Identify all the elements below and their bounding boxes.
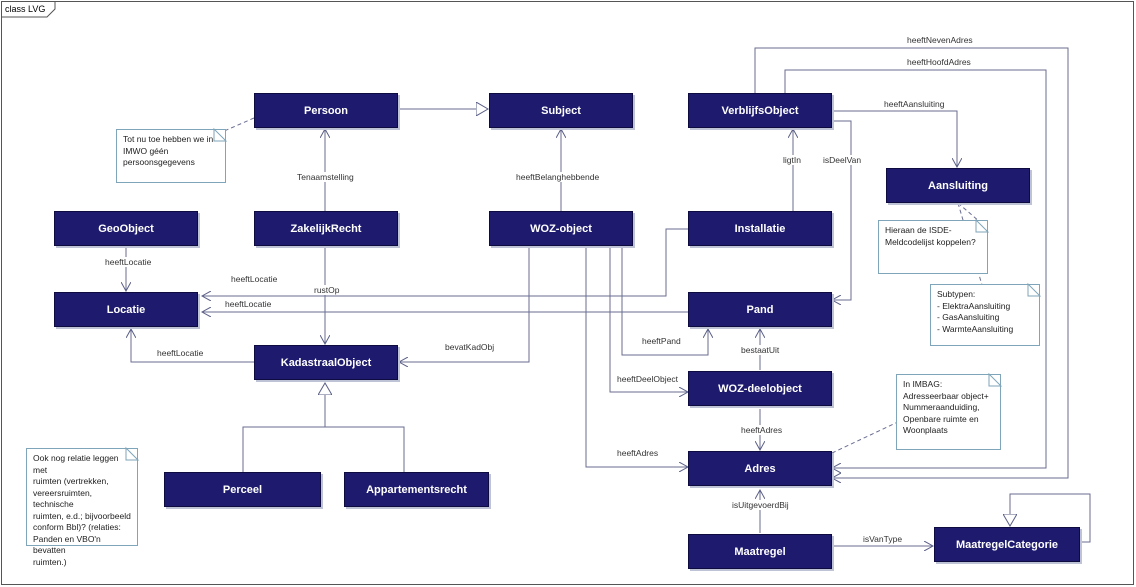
class-verblijfsobject[interactable]: VerblijfsObject <box>688 93 832 128</box>
label-isuitgevoerdbij: isUitgevoerdBij <box>731 500 790 510</box>
class-woz-deelobject[interactable]: WOZ-deelobject <box>688 371 832 406</box>
label-pand-heeftlocatie: heeftLocatie <box>224 299 273 309</box>
frame-title: class LVG <box>5 4 46 14</box>
note-isde-meldcodelijst: Hieraan de ISDE- Meldcodelijst koppelen? <box>878 220 988 274</box>
class-maatregelcategorie[interactable]: MaatregelCategorie <box>934 527 1080 562</box>
label-heeftaansluiting: heeftAansluiting <box>883 99 946 109</box>
maatregelcategorie-self-line <box>1010 493 1091 543</box>
class-appartementsrecht[interactable]: Appartementsrecht <box>344 472 489 507</box>
class-adres[interactable]: Adres <box>688 451 832 486</box>
label-deelobject-heeftadres: heeftAdres <box>740 425 784 435</box>
class-locatie[interactable]: Locatie <box>54 292 198 327</box>
label-rustop: rustOp <box>313 285 341 295</box>
label-kad-heeftlocatie: heeftLocatie <box>156 348 205 358</box>
label-heefthoofdadres: heeftHoofdAdres <box>906 57 972 67</box>
class-subject[interactable]: Subject <box>489 93 633 128</box>
note-persoonsgegevens: Tot nu toe hebben we in IMWO géén persoo… <box>116 129 226 183</box>
installatie-heeftlocatie-line <box>202 228 688 296</box>
heeftaansluiting-line <box>831 110 957 167</box>
note-imbag: In IMBAG: Adresseerbaar object+ Nummeraa… <box>896 374 1001 450</box>
label-woz-heeftadres: heeftAdres <box>616 448 660 458</box>
label-isvantype: isVanType <box>862 534 904 544</box>
class-pand[interactable]: Pand <box>688 292 832 327</box>
class-persoon[interactable]: Persoon <box>254 93 398 128</box>
heeftdeelobject-line <box>609 247 688 392</box>
heeftpand-line <box>621 247 708 356</box>
class-installatie[interactable]: Installatie <box>688 211 832 246</box>
label-heeftbelanghebbende: heeftBelanghebbende <box>515 172 601 182</box>
note-ruimten: Ook nog relatie leggen met ruimten (vert… <box>26 448 138 567</box>
class-woz-object[interactable]: WOZ-object <box>489 211 633 246</box>
woz-heeftadres-line <box>585 247 688 467</box>
class-zakelijkrecht[interactable]: ZakelijkRecht <box>254 211 398 246</box>
isdeelvan-line <box>831 120 852 300</box>
bevatkadobj-line <box>399 247 530 362</box>
class-kadastraalobject[interactable]: KadastraalObject <box>254 345 398 380</box>
class-geoobject[interactable]: GeoObject <box>54 211 198 246</box>
heefthoofdadres-line <box>784 69 1047 468</box>
persoon-note-link <box>221 117 255 133</box>
label-heeftnevenadres: heeftNevenAdres <box>906 35 974 45</box>
label-heeftpand: heeftPand <box>641 336 682 346</box>
label-bevatkadobj: bevatKadObj <box>444 342 496 352</box>
kad-heeftlocatie-line <box>131 329 254 363</box>
kadastraal-subtypes-bus <box>242 426 405 472</box>
label-geo-heeftlocatie: heeftLocatie <box>104 257 153 267</box>
label-tenaamstelling: Tenaamstelling <box>296 172 355 182</box>
label-ligtin: ligtIn <box>782 155 802 165</box>
imbag-note-link <box>831 420 901 454</box>
label-heeftdeelobject: heeftDeelObject <box>616 374 679 384</box>
class-perceel[interactable]: Perceel <box>164 472 321 507</box>
class-maatregel[interactable]: Maatregel <box>688 534 832 569</box>
label-installatie-heeftlocatie: heeftLocatie <box>230 274 279 284</box>
heeftnevenadres-line <box>754 47 1069 478</box>
label-bestaatuit: bestaatUit <box>740 345 781 355</box>
frame-tab-outline <box>1 1 56 18</box>
class-aansluiting[interactable]: Aansluiting <box>886 168 1030 203</box>
label-isdeelvan: isDeelVan <box>822 155 863 165</box>
note-subtypen: Subtypen: - ElektraAansluiting - GasAans… <box>930 284 1040 346</box>
